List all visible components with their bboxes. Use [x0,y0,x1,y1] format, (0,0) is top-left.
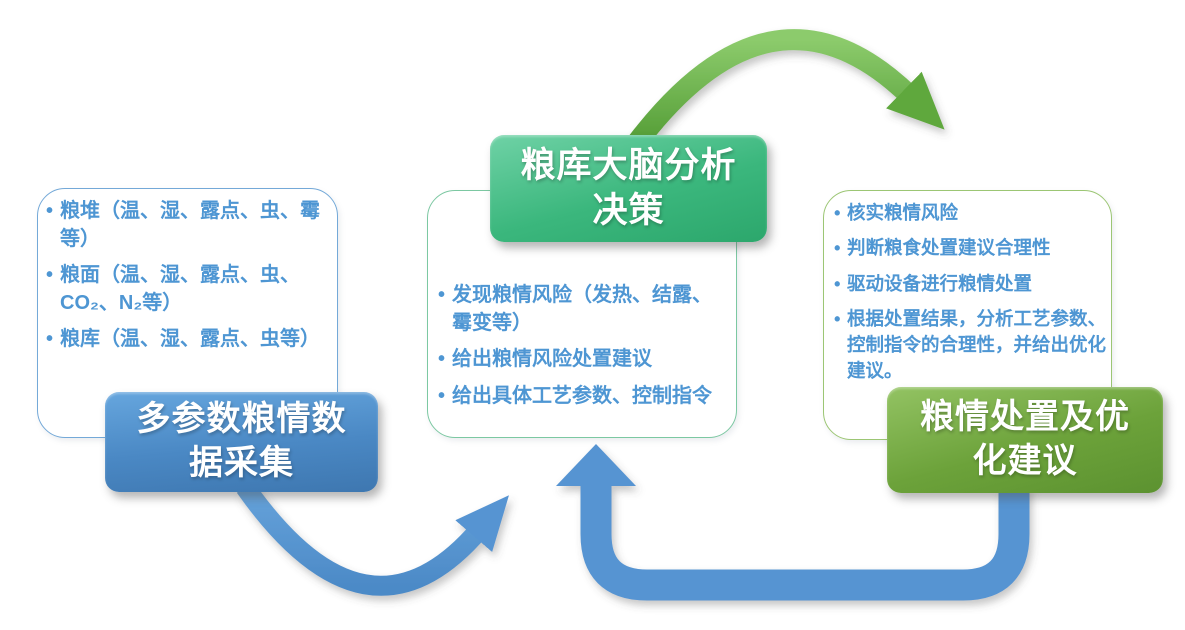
label-disposal-optimization: 粮情处置及优 化建议 [887,387,1163,493]
label-line: 粮库大脑分析 [520,145,737,185]
bullet-item: 粮库（温、湿、露点、虫等） [46,326,329,354]
label-line: 决策 [592,190,665,230]
curved-arrow-blue-icon [236,481,509,596]
bullet-item: 核实粮情风险 [834,200,1111,227]
bullet-item: 给出粮情风险处置建议 [438,346,726,374]
bullet-item: 驱动设备进行粮情处置 [834,271,1111,298]
bullet-item: 判断粮食处置建议合理性 [834,235,1111,262]
bullet-item: 给出具体工艺参数、控制指令 [438,383,726,411]
box-data-collection: 粮堆（温、湿、露点、虫、霉等） 粮面（温、湿、露点、虫、CO₂、N₂等） 粮库（温、… [37,188,338,438]
disposal-bullet-list: 核实粮情风险判断粮食处置建议合理性驱动设备进行粮情处置根据处置结果，分析工艺参数… [834,200,1111,385]
label-line: 据采集 [189,444,294,482]
bullet-item: 发现粮情风险（发热、结露、霉变等） [438,282,726,337]
label-line: 多参数粮情数 [136,400,347,439]
bullet-item: 粮堆（温、湿、露点、虫、霉等） [46,198,329,253]
label-line: 化建议 [972,442,1078,480]
data-collection-bullet-list: 粮堆（温、湿、露点、虫、霉等） 粮面（温、湿、露点、虫、CO₂、N₂等） 粮库（温、… [46,198,329,354]
bullet-item: 粮面（温、湿、露点、虫、CO₂、N₂等） [46,262,329,317]
label-data-collection: 多参数粮情数 据采集 [105,392,378,492]
bullet-item: 根据处置结果，分析工艺参数、控制指令的合理性，并给出优化建议。 [834,306,1111,385]
brain-analysis-bullet-list: 发现粮情风险（发热、结露、霉变等） 给出粮情风险处置建议给出具体工艺参数、控制指令 [438,282,726,410]
label-brain-analysis: 粮库大脑分析 决策 [490,135,767,242]
label-line: 粮情处置及优 [920,398,1130,437]
